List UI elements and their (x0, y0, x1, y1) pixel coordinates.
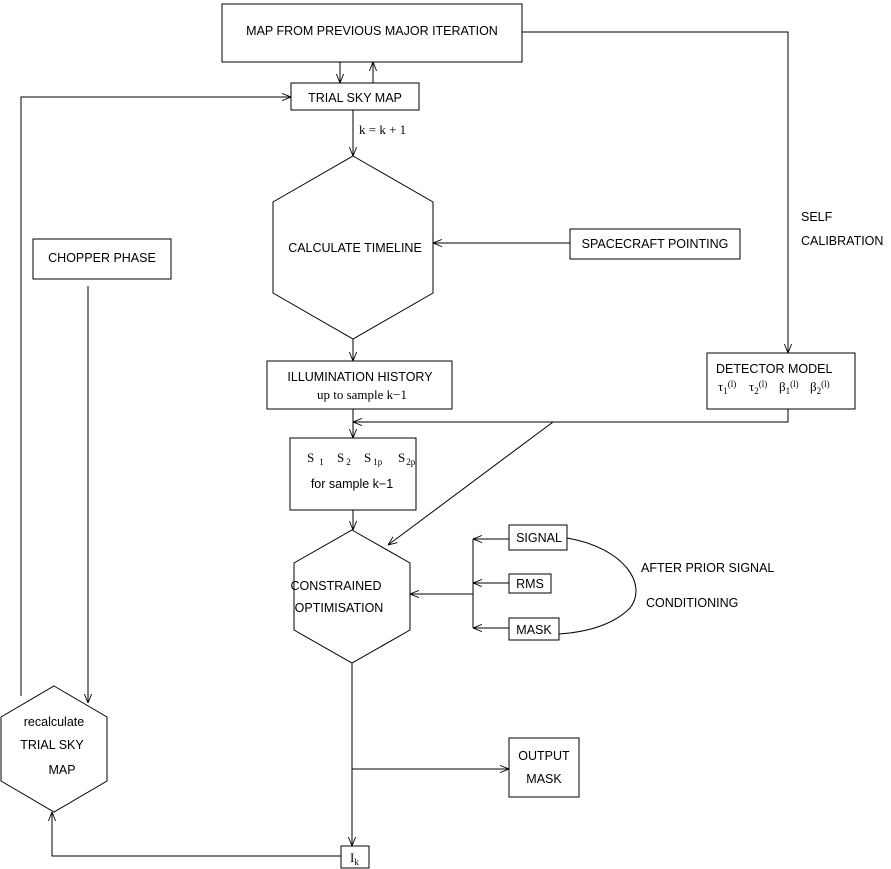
s2-symbol: S (337, 450, 344, 465)
mask-input-box (508, 617, 560, 641)
s1-symbol: S (307, 450, 314, 465)
beta1-argument: (l) (790, 379, 799, 389)
beta2-argument: (l) (821, 379, 830, 389)
svg-text:S2: S2 (337, 450, 351, 467)
tau1-subscript: 1 (723, 386, 728, 396)
output-mask-box (508, 737, 580, 798)
s2p-symbol: S (398, 450, 405, 465)
detector-parameters: τ1(l) τ2(l) β1(l) β2(l) (718, 379, 830, 396)
spacecraft-pointing-box (569, 228, 741, 260)
chopper-phase-label: CHOPPER PHASE (48, 251, 156, 265)
detector-model-label: DETECTOR MODEL (716, 362, 832, 376)
detector-model-box (706, 352, 856, 410)
recalculate-label: recalculate (24, 715, 84, 729)
ik-subscript: k (354, 857, 359, 867)
arrow-recalculate-to-trial (20, 97, 291, 696)
beta1-symbol: β (779, 379, 786, 394)
trial-sky-map-label: TRIAL SKY MAP (308, 91, 402, 105)
s1p-symbol: S (364, 450, 371, 465)
self-calibration-label-2: CALIBRATION (801, 234, 883, 248)
rms-label: RMS (516, 577, 544, 591)
arrow-ik-to-recalculate (52, 812, 341, 857)
beta1-subscript: 1 (786, 386, 791, 396)
trial-sky-label: TRIAL SKY (20, 738, 84, 752)
tau2-symbol: τ (749, 379, 754, 394)
constrained-optimisation-hexagon (293, 529, 411, 664)
map-previous-iteration-label: MAP FROM PREVIOUS MAJOR ITERATION (246, 24, 498, 38)
svg-text:β1(l): β1(l) (779, 379, 799, 396)
tau2-subscript: 2 (754, 386, 759, 396)
mask-input-label: MASK (516, 623, 552, 637)
arrow-detector-to-optimisation (388, 421, 554, 545)
increment-label: k = k + 1 (359, 122, 406, 137)
svg-text:τ2(l): τ2(l) (749, 379, 767, 396)
svg-text:S2p: S2p (398, 450, 416, 467)
trial-sky-map-box (290, 82, 420, 111)
svg-text:S1p: S1p (364, 450, 383, 467)
s1-subscript: 1 (319, 457, 324, 467)
output-label: OUTPUT (518, 749, 570, 763)
conditioning-label: CONDITIONING (646, 596, 738, 610)
spacecraft-pointing-label: SPACECRAFT POINTING (582, 237, 729, 251)
illumination-history-label: ILLUMINATION HISTORY (287, 370, 433, 384)
s1p-subscript: 1p (373, 457, 383, 467)
arrow-detector-to-s (353, 409, 789, 422)
s-parameters-box (289, 437, 417, 511)
beta2-symbol: β (810, 379, 817, 394)
chopper-phase-box (32, 238, 172, 280)
arrow-self-calibration (522, 31, 788, 353)
recalculate-map-label: MAP (48, 763, 75, 777)
svg-text:β2(l): β2(l) (810, 379, 830, 396)
signal-label: SIGNAL (516, 531, 562, 545)
constrained-label: CONSTRAINED (291, 579, 382, 593)
tau1-symbol: τ (718, 379, 723, 394)
calculate-timeline-label: CALCULATE TIMELINE (288, 241, 422, 255)
tau1-argument: (l) (728, 379, 737, 389)
s2-subscript: 2 (346, 457, 351, 467)
s2p-subscript: 2p (406, 457, 416, 467)
svg-text:S1: S1 (307, 450, 324, 467)
illumination-sample-label: up to sample k−1 (317, 387, 407, 402)
svg-text:τ1(l): τ1(l) (718, 379, 736, 396)
illumination-history-box (266, 360, 453, 410)
optimisation-label: OPTIMISATION (295, 601, 384, 615)
for-sample-label: for sample k−1 (311, 477, 393, 491)
after-prior-signal-label: AFTER PRIOR SIGNAL (641, 561, 774, 575)
signal-box (508, 524, 568, 551)
conditioning-curve (558, 537, 637, 635)
map-previous-iteration-box (221, 3, 523, 63)
output-mask-label: MASK (526, 772, 562, 786)
ik-box (340, 845, 370, 869)
ik-symbol: I (350, 850, 354, 865)
ik-label: Ik (350, 850, 359, 867)
tau2-argument: (l) (759, 379, 768, 389)
self-calibration-label-1: SELF (801, 210, 833, 224)
beta2-subscript: 2 (817, 386, 822, 396)
